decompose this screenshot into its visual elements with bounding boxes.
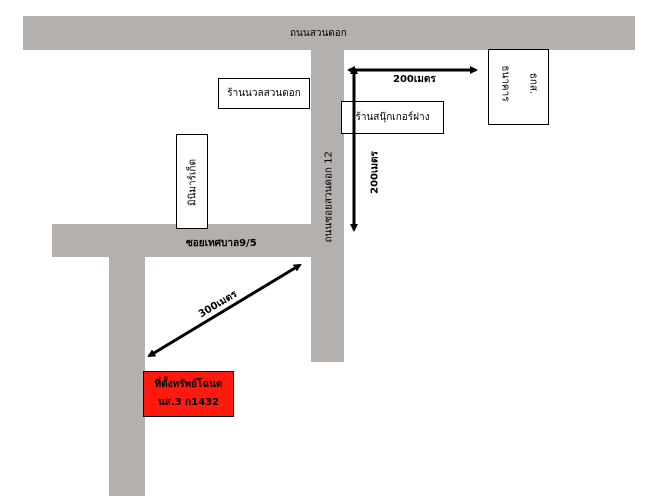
top-road-label: ถนนสวนดอก	[290, 28, 347, 39]
snooker-shop-box: ร้านสนุ๊กเกอร์ฝาง	[341, 101, 444, 134]
property-title: ที่ตั้งทรัพย์โฉนด	[154, 379, 223, 390]
vertical-road	[311, 50, 344, 362]
side-road	[52, 224, 311, 257]
side-road-label: ซอยเทศบาล9/5	[186, 238, 257, 249]
top-road	[23, 16, 635, 50]
minimart-box: มินิมาร์เก็ต	[176, 134, 208, 229]
property-location-box: ที่ตั้งทรัพย์โฉนด นส.3 ก1432	[143, 371, 234, 417]
diagonal-distance-arrow	[147, 263, 302, 358]
vertical-distance-label: 200เมตร	[369, 151, 381, 194]
bank-box: ธนาคาร ธกส.	[488, 49, 549, 125]
horizontal-distance-label: 200เมตร	[393, 74, 436, 85]
lower-road	[109, 257, 145, 496]
massage-shop-box: ร้านนวลสวนดอก	[218, 78, 310, 109]
property-deed: นส.3 ก1432	[157, 397, 220, 408]
